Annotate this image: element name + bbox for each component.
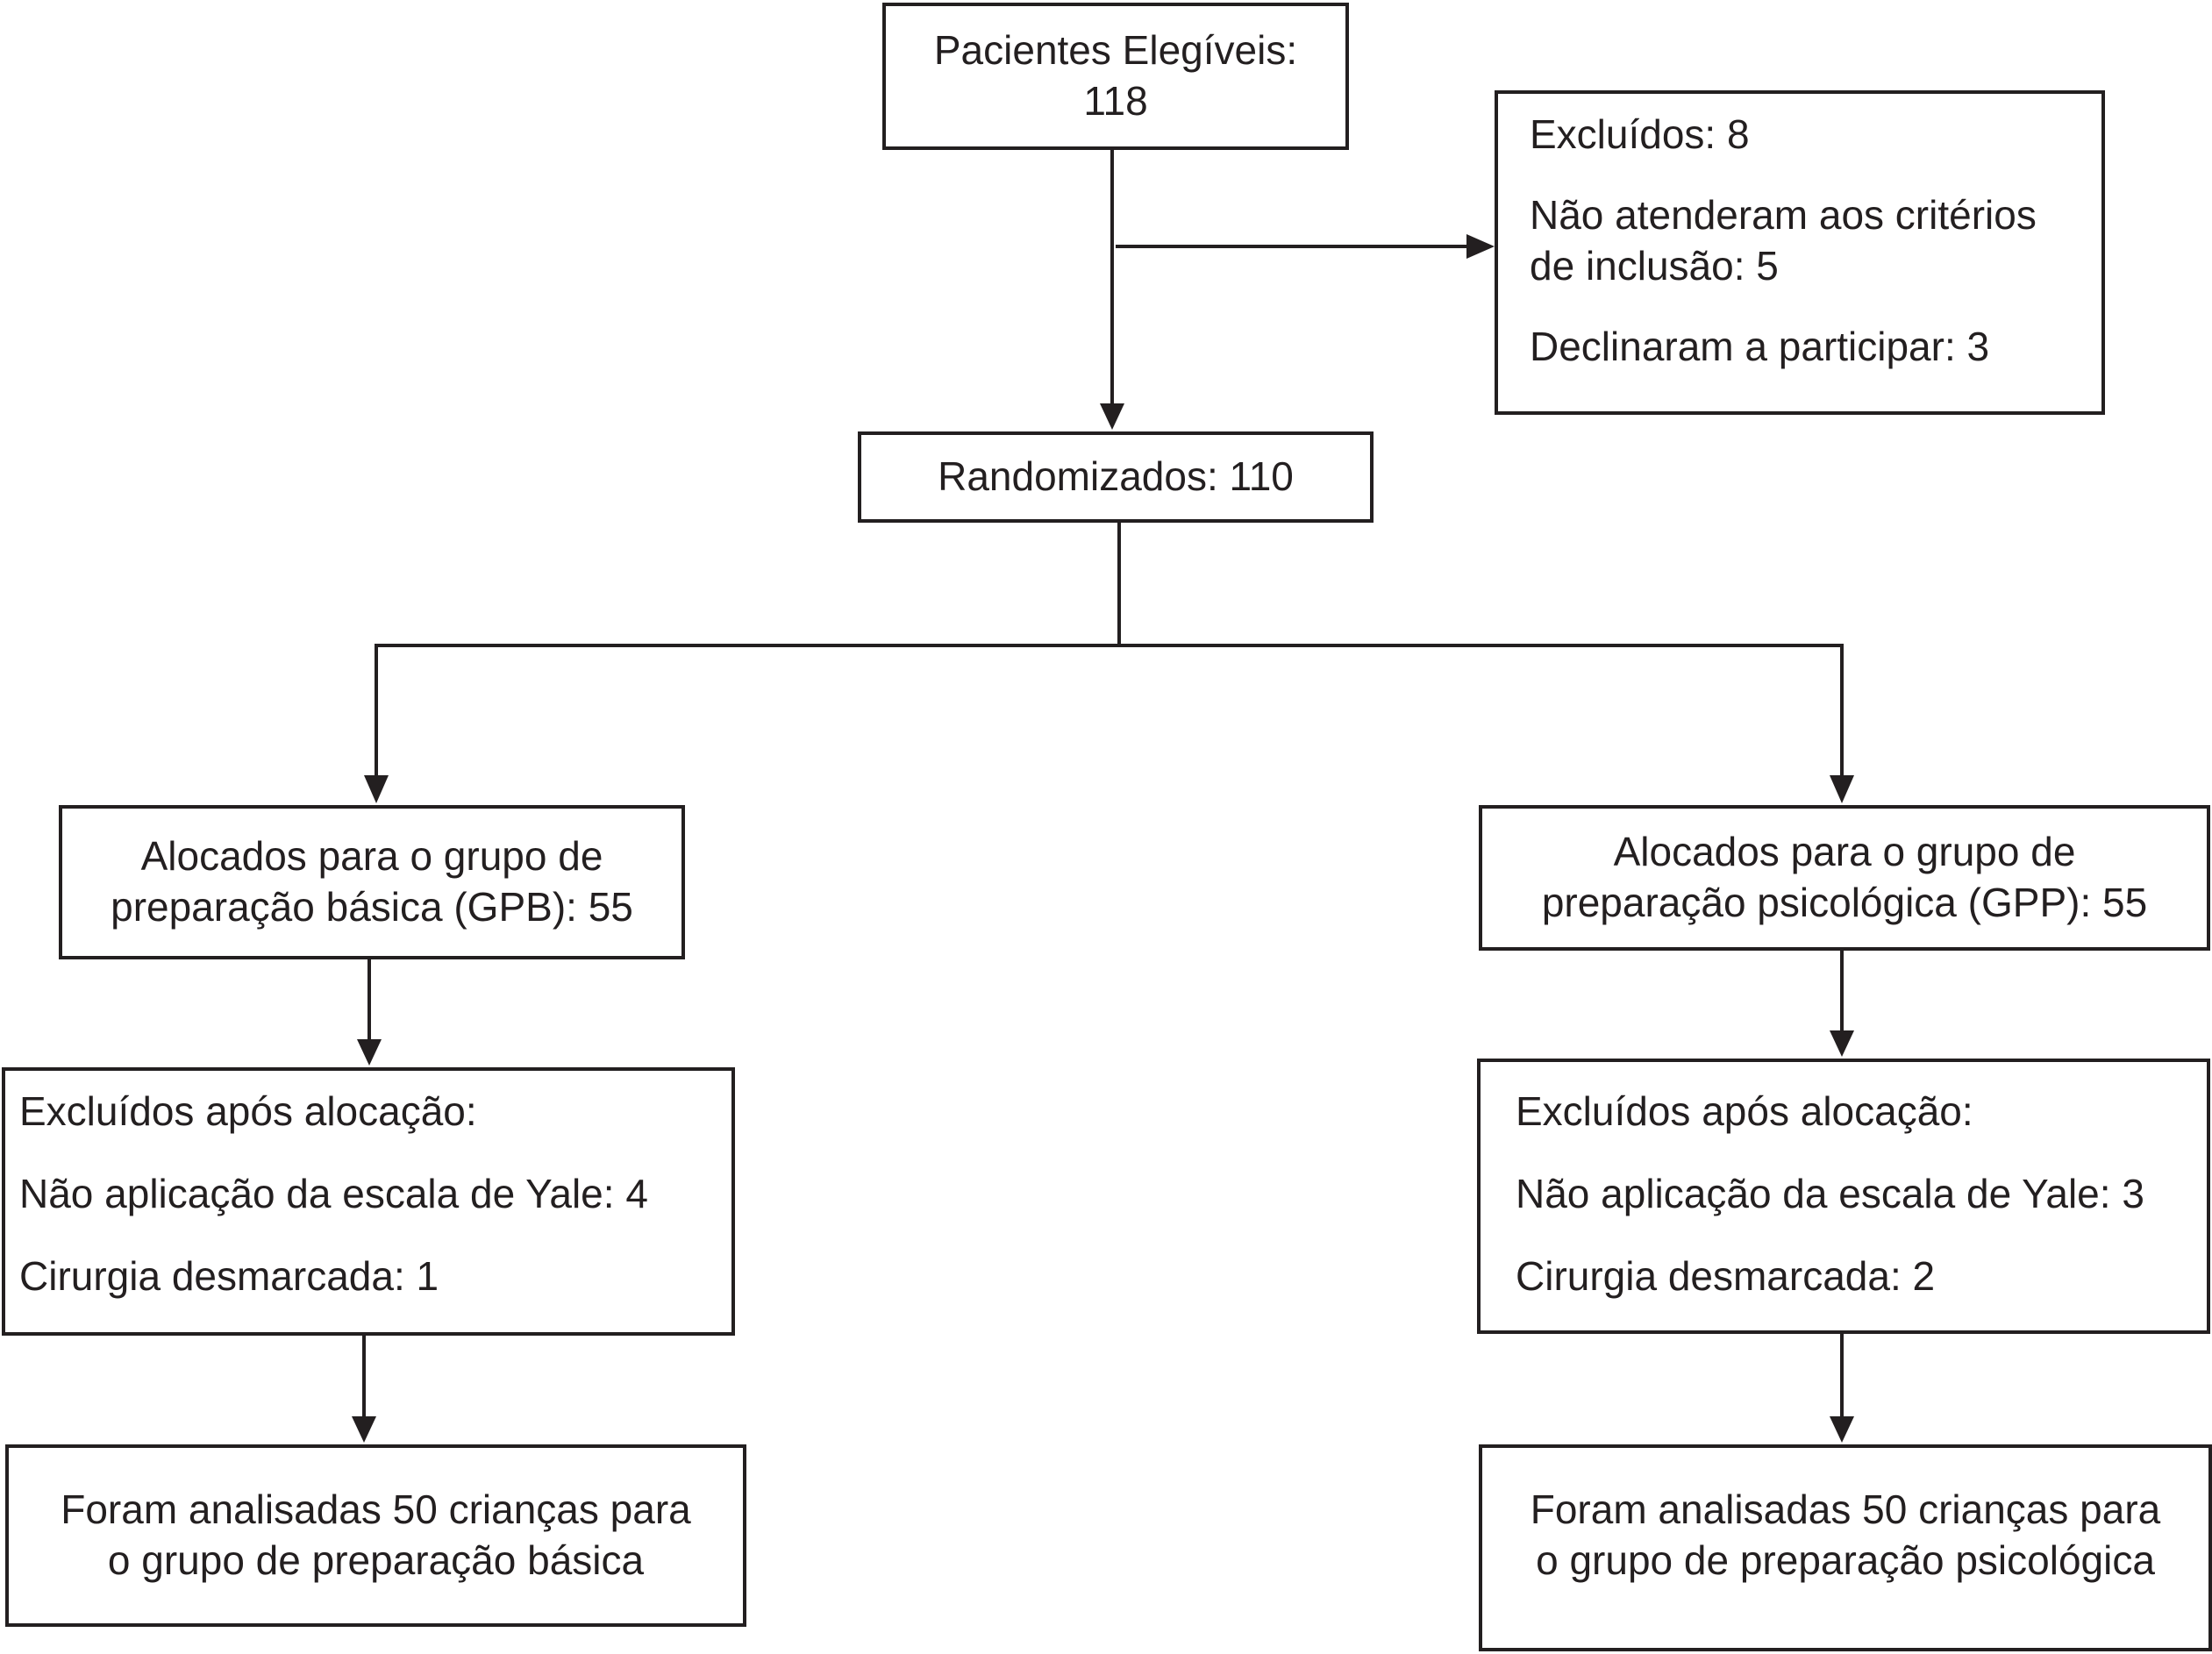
allocated-gpb-box: Alocados para o grupo de preparação bási… bbox=[59, 805, 685, 959]
eligible-label: Pacientes Elegíveis: bbox=[933, 27, 1298, 74]
eligible-count: 118 bbox=[1083, 78, 1148, 124]
analyzed-gpp-line2: o grupo de preparação psicológica bbox=[1536, 1536, 2155, 1583]
excluded-after-gpb-surgery: Cirurgia desmarcada: 1 bbox=[19, 1252, 439, 1299]
analyzed-gpp-box: Foram analisadas 50 crianças para o grup… bbox=[1479, 1444, 2212, 1651]
allocated-gpb-line1: Alocados para o grupo de bbox=[140, 833, 603, 880]
excluded-after-gpp-surgery: Cirurgia desmarcada: 2 bbox=[1516, 1252, 1936, 1299]
analyzed-gpb-line2: o grupo de preparação básica bbox=[107, 1536, 645, 1583]
allocated-gpp-line2: preparação psicológica (GPP): 55 bbox=[1541, 880, 2148, 925]
excluded-criteria-line1: Não atenderam aos critérios bbox=[1530, 191, 2037, 238]
analyzed-gpp-line1: Foram analisadas 50 crianças para bbox=[1530, 1486, 2161, 1532]
eligible-patients-box: Pacientes Elegíveis: 118 bbox=[882, 3, 1349, 150]
randomized-label: Randomizados: 110 bbox=[938, 453, 1294, 500]
arrowhead-alloc-gpb bbox=[364, 775, 389, 803]
analyzed-gpb-box: Foram analisadas 50 crianças para o grup… bbox=[5, 1444, 746, 1627]
arrowhead-alloc-gpp bbox=[1830, 775, 1854, 803]
excluded-after-gpp-title: Excluídos após alocação: bbox=[1516, 1088, 1973, 1134]
analyzed-gpb-line1: Foram analisadas 50 crianças para bbox=[61, 1486, 691, 1532]
excluded-declined: Declinaram a participar: 3 bbox=[1530, 323, 1990, 369]
excluded-after-gpp-box: Excluídos após alocação: Não aplicação d… bbox=[1477, 1059, 2210, 1334]
excluded-total: Excluídos: 8 bbox=[1530, 111, 1750, 157]
allocated-gpb-line2: preparação básica (GPB): 55 bbox=[111, 884, 633, 930]
arrowhead-excluded bbox=[1466, 234, 1495, 259]
excluded-after-gpb-box: Excluídos após alocação: Não aplicação d… bbox=[2, 1067, 735, 1336]
arrowhead-excl-gpb bbox=[357, 1039, 382, 1066]
excluded-after-gpb-title: Excluídos após alocação: bbox=[19, 1088, 477, 1134]
arrowhead-final-gpb bbox=[352, 1416, 376, 1443]
allocated-gpp-box: Alocados para o grupo de preparação psic… bbox=[1479, 805, 2210, 951]
arrowhead-excl-gpp bbox=[1830, 1030, 1854, 1057]
excluded-after-gpp-yale: Não aplicação da escala de Yale: 3 bbox=[1516, 1170, 2144, 1216]
allocated-gpp-line1: Alocados para o grupo de bbox=[1613, 829, 2076, 875]
excluded-box: Excluídos: 8 Não atenderam aos critérios… bbox=[1495, 90, 2105, 415]
excluded-after-gpb-yale: Não aplicação da escala de Yale: 4 bbox=[19, 1170, 648, 1216]
arrowhead-final-gpp bbox=[1830, 1416, 1854, 1443]
randomized-box: Randomizados: 110 bbox=[858, 431, 1374, 523]
excluded-criteria-line2: de inclusão: 5 bbox=[1530, 242, 1779, 289]
arrowhead-randomized bbox=[1100, 403, 1124, 430]
